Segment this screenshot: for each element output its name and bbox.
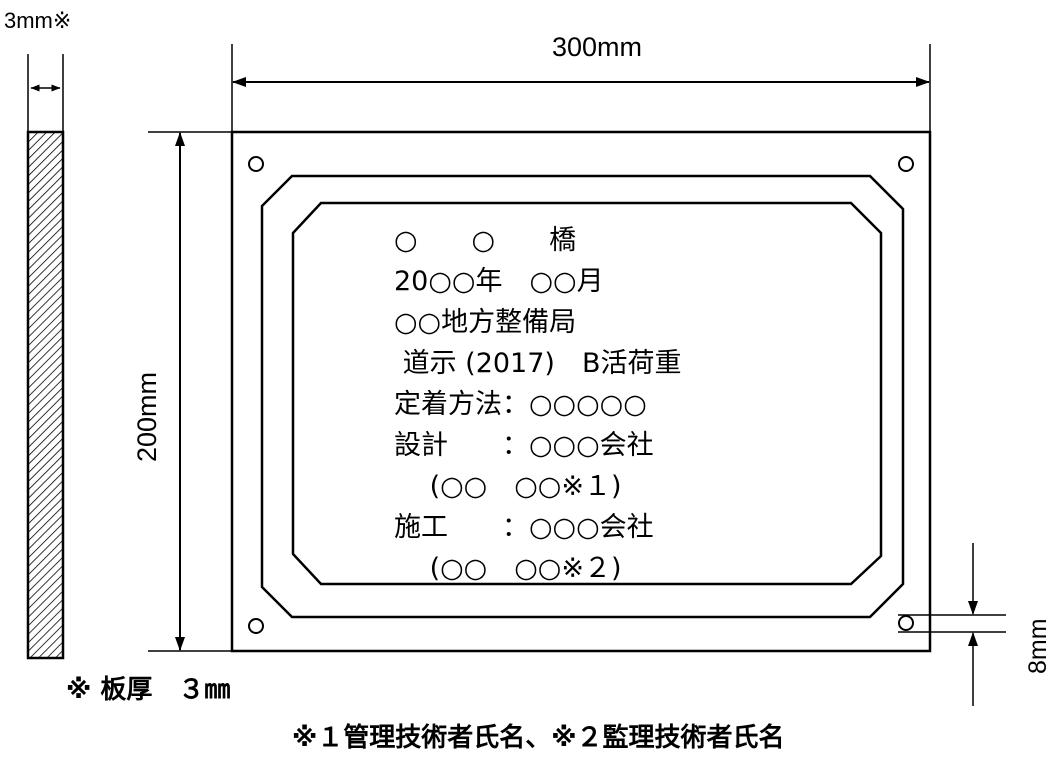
- inscription-load-spec: 道示 (2017) B活荷重: [394, 348, 681, 379]
- plate-cross-section: [26, 130, 65, 660]
- height-label: 200mm: [132, 372, 162, 462]
- plate-outline: [230, 130, 932, 653]
- outer-frame: [260, 174, 905, 619]
- inscription-construction: 施工 ：○○○会社: [394, 512, 654, 543]
- inner-frame: [291, 201, 883, 586]
- width-label: 300mm: [552, 32, 642, 62]
- width-dimension: 300mm: [231, 32, 931, 132]
- inscription-bridge-name: ○ ○ 橋: [394, 225, 576, 256]
- mount-hole-top-right: [898, 156, 914, 172]
- inscription-date: 20○○年 ○○月: [394, 266, 604, 297]
- inscription-design-manager: (○○ ○○※１): [394, 471, 622, 502]
- thickness-label: 3mm※: [4, 8, 71, 33]
- inscription-design: 設計 ：○○○会社: [394, 430, 654, 461]
- plate-thickness-note: ※ 板厚 ３㎜: [66, 675, 230, 705]
- hole-offset-label: 8mm: [1024, 618, 1052, 674]
- inscription-construction-manager: (○○ ○○※２): [394, 553, 622, 584]
- inscription-bureau: ○○地方整備局: [394, 307, 576, 338]
- side-section: 3mm※: [4, 8, 71, 660]
- inscription-anchoring: 定着方法：○○○○○: [394, 389, 647, 420]
- height-dimension: 200mm: [132, 131, 232, 652]
- mount-hole-bottom-right: [898, 615, 914, 631]
- hole-offset-dimension: 8mm: [898, 543, 1052, 706]
- mount-hole-bottom-left: [248, 618, 264, 634]
- plate-inscription: ○ ○ 橋 20○○年 ○○月 ○○地方整備局 道示 (2017) B活荷重 定…: [394, 225, 681, 584]
- footnote-managers: ※１管理技術者氏名、※２監理技術者氏名: [292, 722, 785, 753]
- plate-front-view: ○ ○ 橋 20○○年 ○○月 ○○地方整備局 道示 (2017) B活荷重 定…: [230, 130, 932, 653]
- mount-hole-top-left: [248, 156, 264, 172]
